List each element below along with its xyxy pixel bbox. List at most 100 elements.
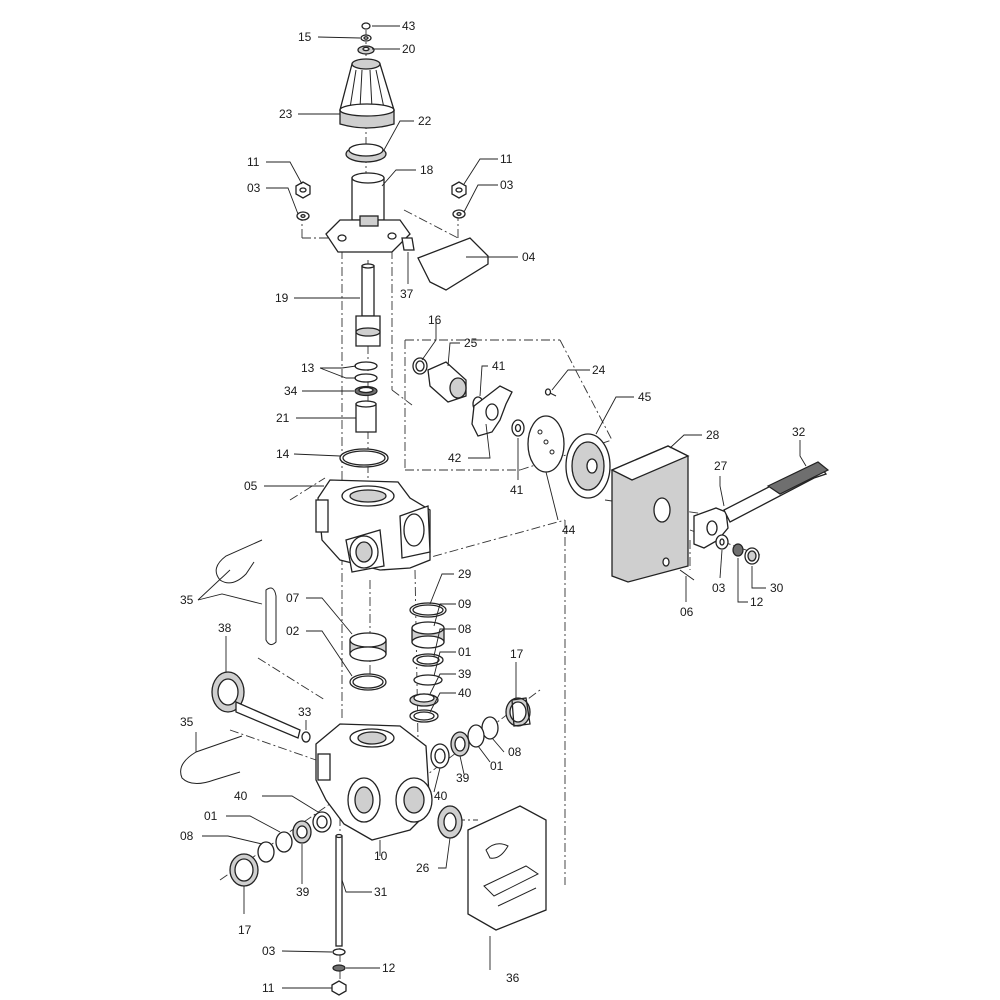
callout-11-top-left: 11 [247,155,260,169]
callout-40-left: 40 [234,789,248,803]
callout-35-lower: 35 [180,715,194,729]
bracket-36 [467,805,547,931]
stem-19 [355,263,381,347]
seat-39b [450,731,470,757]
washer-12-lever [732,543,744,557]
screw-24 [544,388,557,397]
bonnet-18 [325,172,411,253]
connector-38 [211,671,301,739]
leader-lines [195,25,807,989]
disc-45 [565,433,611,499]
callout-12-bottom: 12 [382,961,396,975]
ring-34 [354,385,378,397]
callout-03-lever: 03 [712,581,726,595]
callout-14: 14 [276,447,290,461]
callout-13: 13 [301,361,315,375]
grip-32 [766,461,830,495]
ring-16 [412,357,428,375]
callout-37: 37 [400,287,414,301]
callout-23: 23 [279,107,293,121]
fitting-17-left [229,853,259,887]
callout-30: 30 [770,581,784,595]
callout-41-upper: 41 [492,359,506,373]
callout-01-right: 01 [490,759,504,773]
knob-23 [339,58,395,129]
valve-body-05 [315,479,431,573]
callout-24: 24 [592,363,606,377]
washer-03-left [296,211,310,221]
callout-29: 29 [458,567,472,581]
callout-26: 26 [416,861,430,875]
ring-40a [409,709,439,723]
callout-03-top-right: 03 [500,178,514,192]
plate-04 [417,237,489,291]
cam-42 [471,385,513,437]
callout-39-right: 39 [456,771,470,785]
ring-01a [413,674,443,686]
callout-44: 44 [562,523,576,537]
ring-01b [467,724,485,748]
callout-31: 31 [374,885,388,899]
cap-30 [744,547,760,565]
seat-39c [292,820,312,844]
callout-27: 27 [714,459,728,473]
oring-29 [409,602,447,618]
callout-04: 04 [522,250,536,264]
callout-02: 02 [286,624,300,638]
clip-37 [401,237,415,251]
callout-35-upper: 35 [180,593,194,607]
seat-07 [349,632,387,662]
callout-33: 33 [298,705,312,719]
callout-03-bottom: 03 [262,944,276,958]
sleeve-21 [355,400,377,433]
adapter-25 [427,361,467,403]
callout-25: 25 [464,336,478,350]
ring-08a [412,653,444,667]
callout-labels: 43 15 20 23 22 11 03 18 11 03 04 37 19 1… [180,19,806,995]
callout-34: 34 [284,384,298,398]
callout-11-top-right: 11 [500,152,513,166]
washer-41b [511,419,525,437]
rod-31 [335,833,343,947]
nut-11-right [451,181,467,199]
callout-05: 05 [244,479,258,493]
screw-06 [679,569,695,581]
callout-07: 07 [286,591,300,605]
callout-38: 38 [218,621,232,635]
disc-44 [527,415,565,473]
clip-35-upper [215,539,277,646]
ring-01c [275,831,293,853]
lockring-26 [437,805,463,839]
screw-43 [361,22,371,30]
callout-08-stack: 08 [458,622,472,636]
ring-40c [312,811,332,833]
callout-19: 19 [275,291,289,305]
callout-10: 10 [374,849,388,863]
callout-17-left: 17 [238,923,252,937]
callout-45: 45 [638,390,652,404]
callout-01-left: 01 [204,809,218,823]
callout-17-right: 17 [510,647,524,661]
callout-20: 20 [402,42,416,56]
oring-02 [349,673,387,691]
washer-33 [301,731,311,743]
callout-06: 06 [680,605,694,619]
nut-11-left [295,181,311,199]
valve-body-10 [315,723,433,841]
callout-21: 21 [276,411,290,425]
callout-08-right: 08 [508,745,522,759]
callout-28: 28 [706,428,720,442]
callout-15: 15 [298,30,312,44]
callout-32: 32 [792,425,806,439]
washer-15 [360,34,372,42]
callout-09: 09 [458,597,472,611]
callout-08-left: 08 [180,829,194,843]
callout-22: 22 [418,114,432,128]
housing-28 [610,445,690,583]
callout-39-left: 39 [296,885,310,899]
callout-16: 16 [428,313,442,327]
oring-14 [339,448,389,468]
washer-12-bottom [332,964,346,972]
callout-36: 36 [506,971,520,985]
